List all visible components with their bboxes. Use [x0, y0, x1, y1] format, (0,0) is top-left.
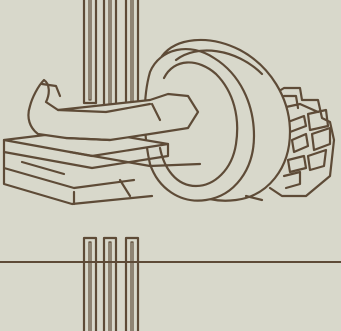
mri-scanner-illustration [0, 0, 341, 331]
